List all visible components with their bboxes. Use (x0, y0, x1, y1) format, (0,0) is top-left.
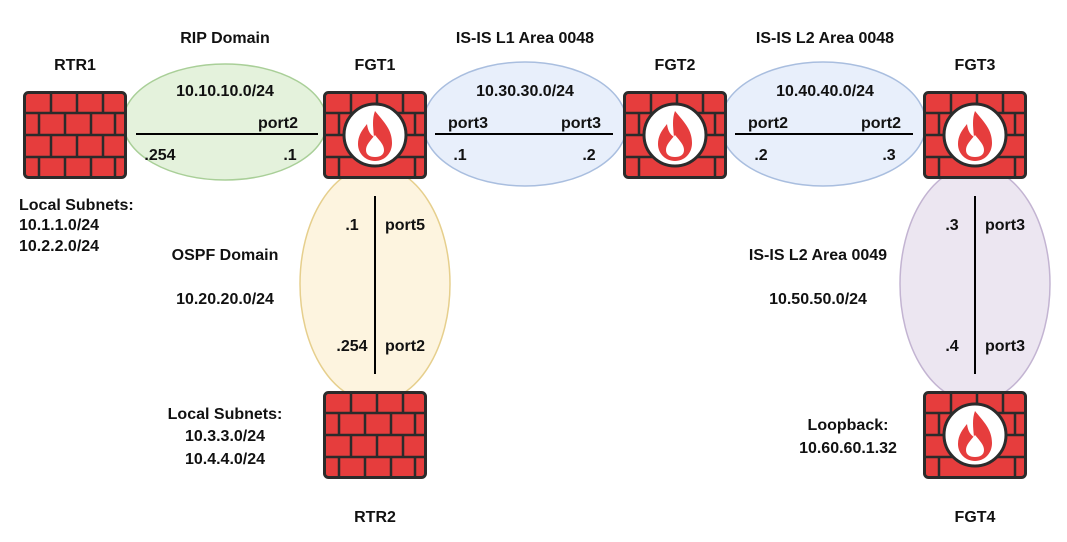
firewall-flame-icon (623, 91, 727, 179)
fgt3-isis49-port: port3 (985, 217, 1025, 234)
isis-l1-subnet: 10.30.30.0/24 (476, 83, 574, 100)
fgt1-isis-host: .1 (453, 147, 466, 164)
fgt1-rip-port: port2 (258, 115, 298, 132)
rtr1-subnets-title: Local Subnets: (19, 197, 134, 214)
rtr2-subnet-1: 10.3.3.0/24 (185, 428, 265, 445)
rtr1-subnet-1: 10.1.1.0/24 (19, 217, 99, 234)
ospf-subnet: 10.20.20.0/24 (176, 291, 274, 308)
rtr1-label: RTR1 (54, 57, 96, 74)
fgt1-device[interactable] (323, 91, 427, 179)
rtr1-rip-host: .254 (144, 147, 175, 164)
rip-domain-title: RIP Domain (180, 30, 270, 47)
rtr2-ospf-port: port2 (385, 338, 425, 355)
fgt2-device[interactable] (623, 91, 727, 179)
isis-l1-title: IS-IS L1 Area 0048 (456, 30, 594, 47)
brick-wall-icon (323, 391, 427, 479)
fgt1-ospf-port: port5 (385, 217, 425, 234)
fgt3-device[interactable] (923, 91, 1027, 179)
fgt4-label: FGT4 (955, 509, 996, 526)
fgt1-rip-host: .1 (283, 147, 296, 164)
fgt2-label: FGT2 (655, 57, 696, 74)
rip-subnet: 10.10.10.0/24 (176, 83, 274, 100)
fgt4-device[interactable] (923, 391, 1027, 479)
isis-l2-49-subnet: 10.50.50.0/24 (769, 291, 867, 308)
brick-wall-icon (23, 91, 127, 179)
firewall-flame-icon (323, 91, 427, 179)
fgt4-loopback-title: Loopback: (808, 417, 889, 434)
fgt3-isis-l2-host: .3 (882, 147, 895, 164)
rtr2-subnet-2: 10.4.4.0/24 (185, 451, 265, 468)
fgt2-isis-host: .2 (582, 147, 595, 164)
fgt2-isis-port: port3 (561, 115, 601, 132)
fgt4-loopback-address: 10.60.60.1.32 (799, 440, 897, 457)
fgt3-isis-l2-port: port2 (861, 115, 901, 132)
rtr2-subnets-title: Local Subnets: (168, 406, 283, 423)
isis-l2-48-title: IS-IS L2 Area 0048 (756, 30, 894, 47)
fgt1-label: FGT1 (355, 57, 396, 74)
fgt1-isis-port: port3 (448, 115, 488, 132)
fgt3-label: FGT3 (955, 57, 996, 74)
isis-l2-49-title: IS-IS L2 Area 0049 (749, 247, 887, 264)
fgt4-isis49-host: .4 (945, 338, 958, 355)
rtr2-label: RTR2 (354, 509, 396, 526)
fgt4-isis49-port: port3 (985, 338, 1025, 355)
fgt2-isis-l2-host: .2 (754, 147, 767, 164)
rtr1-subnet-2: 10.2.2.0/24 (19, 238, 99, 255)
rtr1-device[interactable] (23, 91, 127, 179)
firewall-flame-icon (923, 91, 1027, 179)
fgt2-isis-l2-port: port2 (748, 115, 788, 132)
rtr2-ospf-host: .254 (336, 338, 367, 355)
ospf-domain-title: OSPF Domain (172, 247, 279, 264)
rtr2-device[interactable] (323, 391, 427, 479)
firewall-flame-icon (923, 391, 1027, 479)
fgt3-isis49-host: .3 (945, 217, 958, 234)
isis-l2-48-subnet: 10.40.40.0/24 (776, 83, 874, 100)
fgt1-ospf-host: .1 (345, 217, 358, 234)
